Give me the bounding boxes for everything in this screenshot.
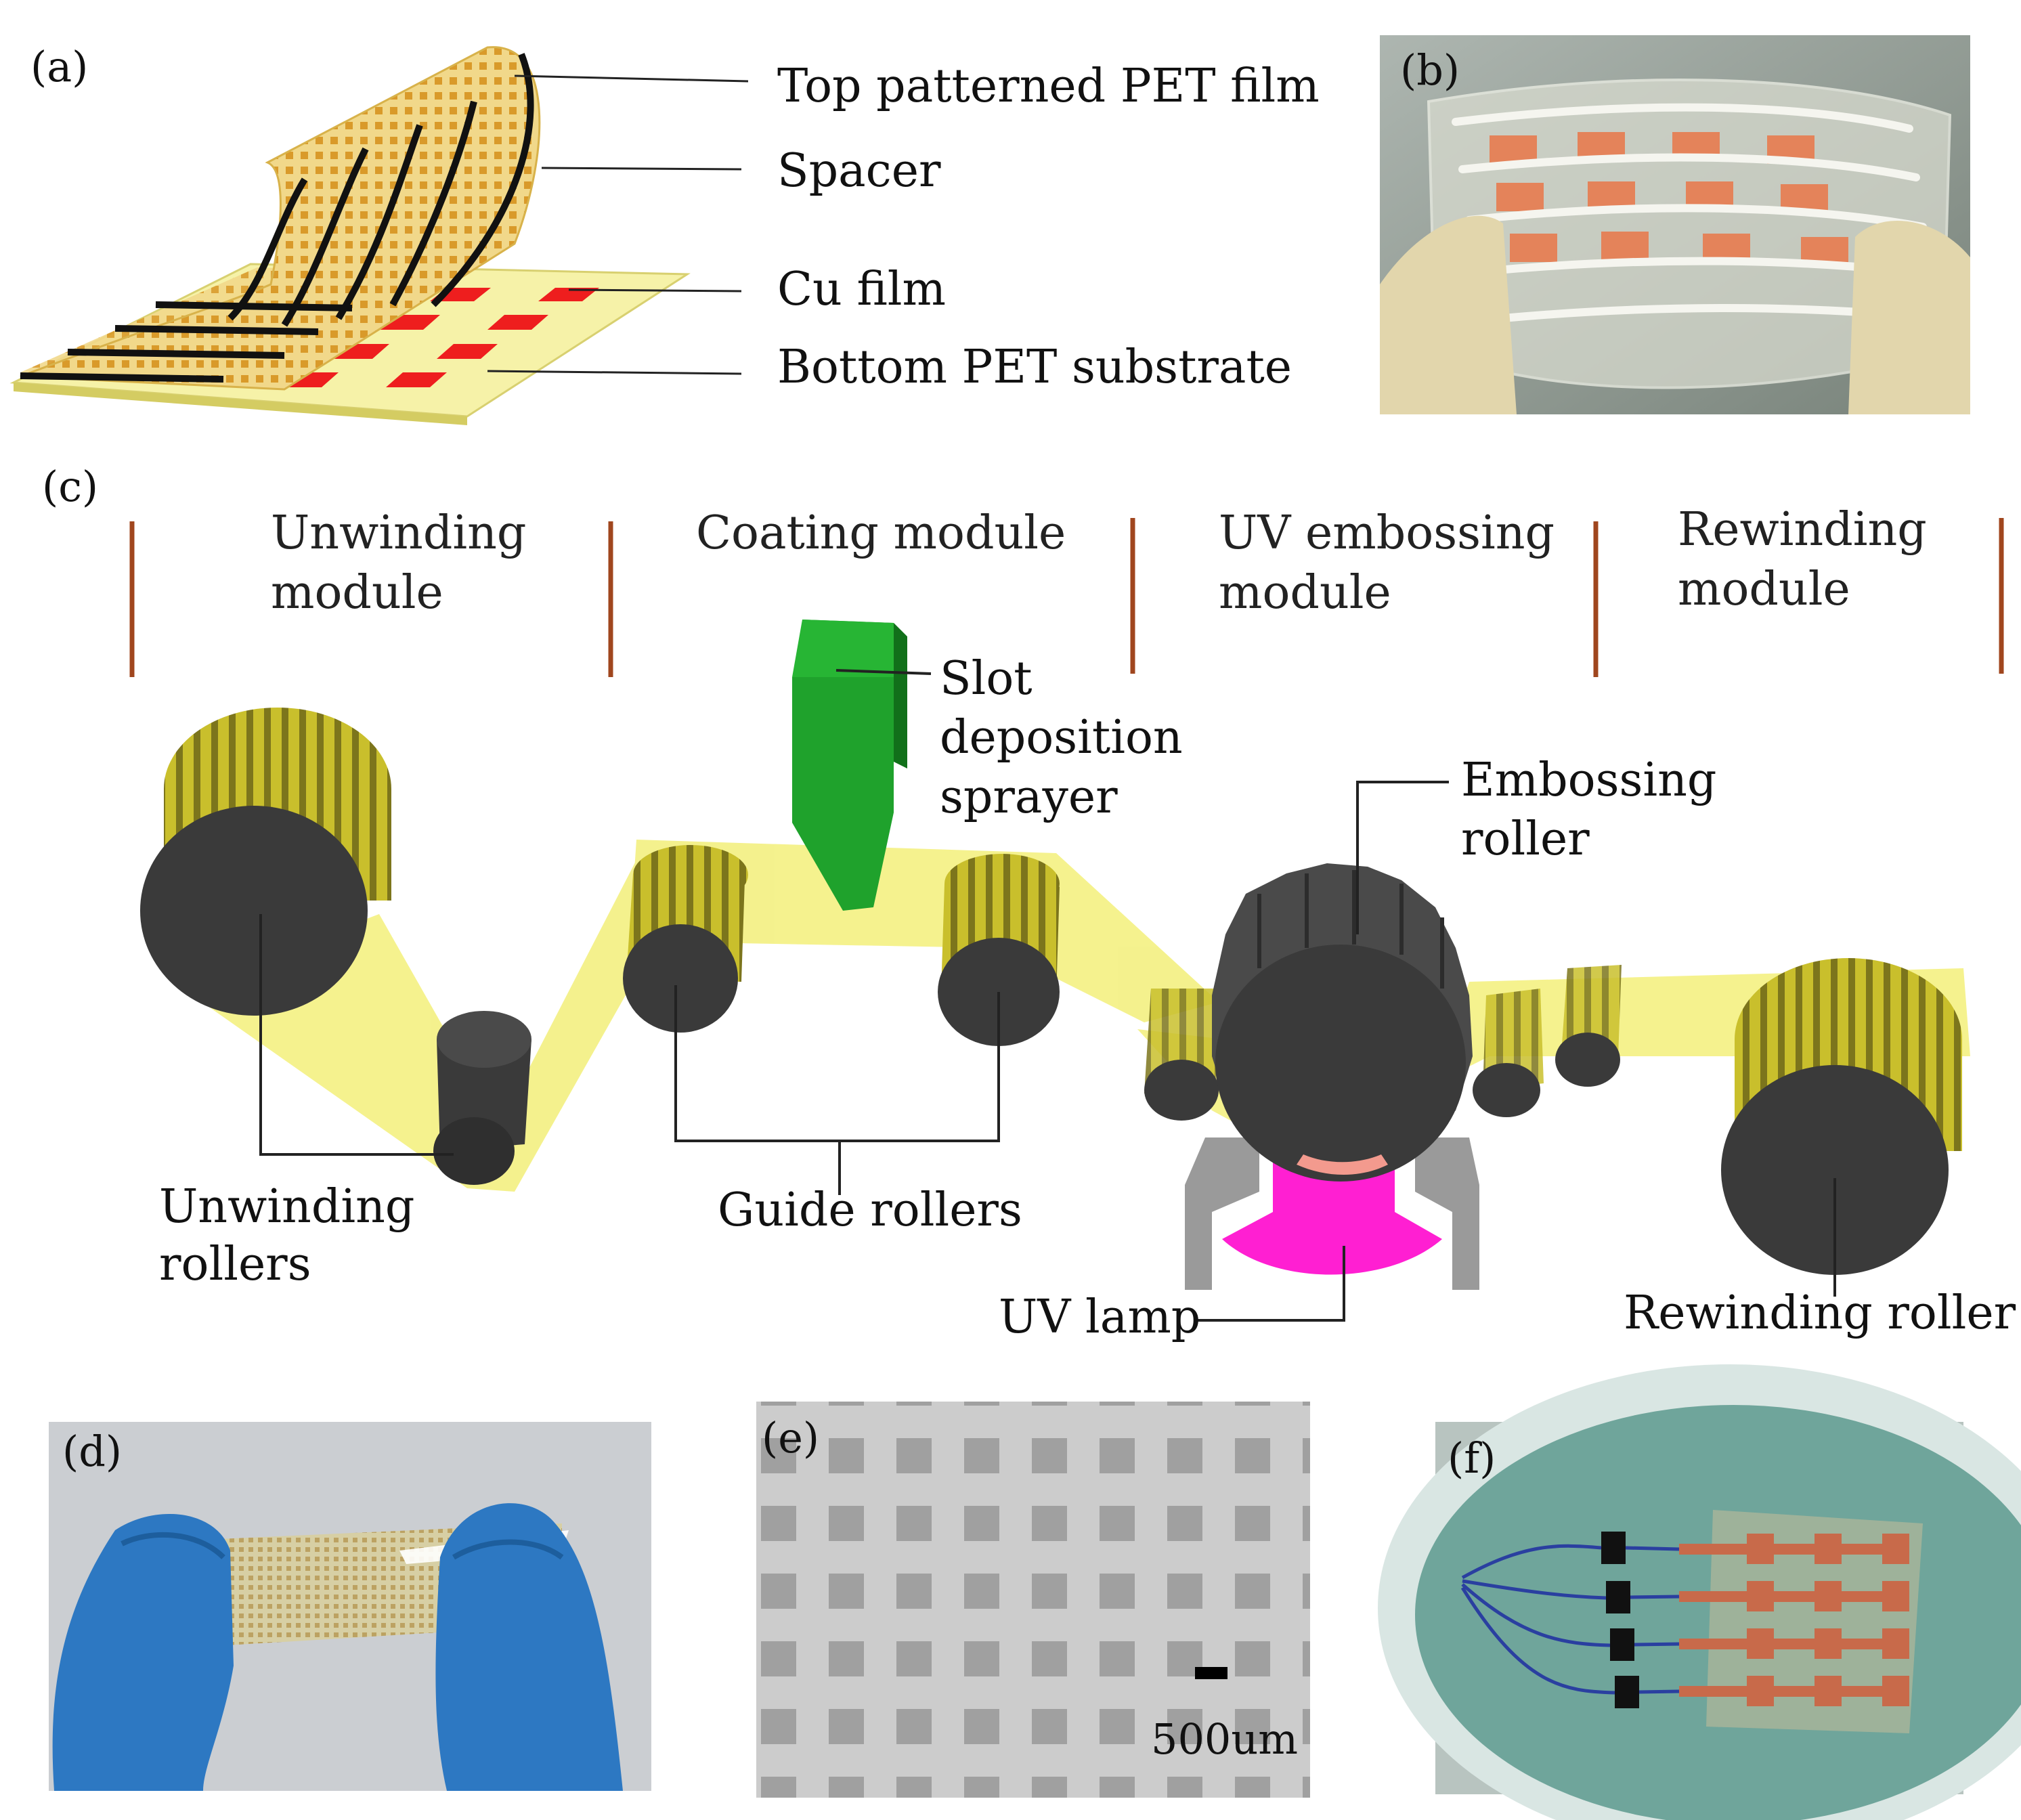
panel-a-tag: (a) [30, 42, 88, 91]
label-emboss-2: roller [1461, 812, 1590, 866]
label-bottom-substrate: Bottom PET substrate [777, 341, 1292, 394]
module-rewinding-line2: module [1678, 563, 1850, 616]
label-unwind-2: rollers [159, 1238, 311, 1291]
panel-f-electrodes [1679, 1534, 1909, 1706]
label-slot-1: Slot [940, 652, 1033, 706]
panel-c: (c) Unwinding module Coating module UV e… [42, 462, 2016, 1344]
panel-a-leaders [487, 74, 749, 375]
slot-deposition-sprayer [792, 620, 907, 911]
uv-right-rollers [1473, 965, 1622, 1117]
top-patterned-pet-film [20, 46, 541, 391]
panel-e-sem: 500um (e) [756, 1402, 1310, 1798]
label-slot-3: sprayer [940, 771, 1118, 824]
rewinding-roller [1721, 958, 1962, 1275]
module-uv-line1: UV embossing [1219, 506, 1555, 560]
uv-lamp [1222, 1161, 1442, 1275]
panel-b-tag: (b) [1400, 45, 1460, 95]
panel-b-photo: (b) [1380, 35, 1970, 414]
embossing-roller [1212, 863, 1473, 1182]
panel-d-photo: (d) [49, 1422, 651, 1791]
module-dividers [129, 518, 2004, 677]
label-spacer: Spacer [777, 144, 941, 198]
panel-c-leaders [259, 669, 1836, 1322]
uv-lamp-housing [1185, 1138, 1479, 1290]
panel-f-photo: (f) [1378, 1364, 2021, 1820]
panel-a: (a) [9, 42, 1320, 425]
panel-c-tag: (c) [42, 462, 98, 511]
label-guide-rollers: Guide rollers [718, 1184, 1022, 1237]
cu-pads [278, 288, 599, 387]
panel-f-tag: (f) [1448, 1433, 1496, 1483]
scale-bar [1195, 1667, 1227, 1679]
module-unwinding-line1: Unwinding [271, 506, 526, 560]
label-unwind-1: Unwinding [159, 1180, 414, 1234]
panel-e-tag: (e) [762, 1413, 819, 1462]
module-uv-line2: module [1219, 566, 1391, 620]
scale-bar-label: 500um [1151, 1714, 1298, 1764]
guide-roller-1 [623, 845, 748, 1033]
module-coating-line1: Coating module [696, 506, 1066, 560]
unwinding-small-roller [433, 1011, 531, 1185]
spacer-lines [20, 53, 534, 383]
label-top-film: Top patterned PET film [777, 60, 1320, 113]
label-uv-lamp: UV lamp [999, 1291, 1200, 1344]
unwinding-big-roller [140, 708, 391, 1016]
module-unwinding-line2: module [271, 566, 443, 620]
module-rewinding-line1: Rewinding [1678, 503, 1927, 557]
uv-left-roller [1144, 989, 1219, 1121]
label-cu-film: Cu film [777, 263, 946, 316]
panel-d-tag: (d) [62, 1427, 122, 1476]
label-slot-2: deposition [940, 711, 1183, 764]
label-emboss-1: Embossing [1461, 754, 1716, 807]
label-rewinding-roller: Rewinding roller [1624, 1286, 2016, 1340]
